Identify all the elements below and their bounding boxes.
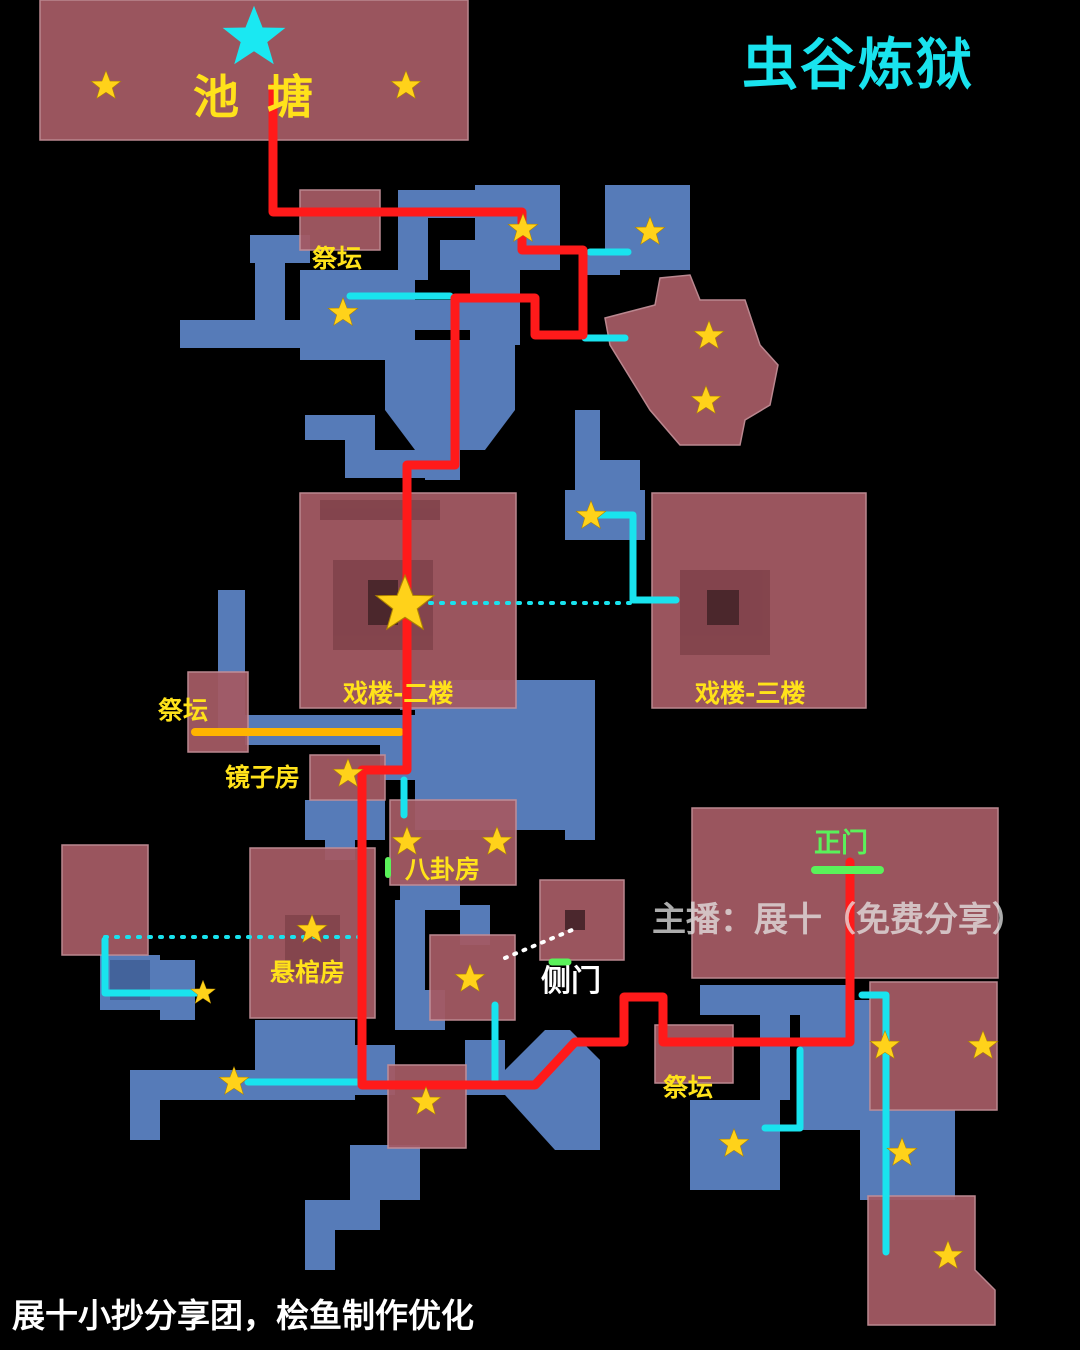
- room-label-stage-2f: 戏楼-二楼: [343, 679, 454, 708]
- room-label-altar-left: 祭坛: [158, 696, 209, 725]
- dotted-link: [503, 928, 574, 960]
- sub-route: [591, 511, 680, 604]
- room-label-altar-top: 祭坛: [312, 244, 363, 273]
- map-title: 虫谷炼狱: [742, 33, 974, 98]
- sub-route: [101, 936, 204, 997]
- room-label-main-gate: 正门: [814, 828, 868, 859]
- streamer-watermark: 主播：展十（免费分享）: [652, 900, 1026, 940]
- credit-text: 展十小抄分享团，桧鱼制作优化: [12, 1296, 474, 1335]
- gates: [385, 857, 884, 966]
- room-label-mirror-room: 镜子房: [225, 763, 301, 792]
- room-label-altar-bottom: 祭坛: [663, 1073, 714, 1102]
- sub-route: [761, 1046, 804, 1132]
- sub-route: [858, 991, 890, 1256]
- room-label-coffin-room: 悬棺房: [270, 958, 346, 987]
- room-label-side-gate: 侧门: [541, 964, 601, 999]
- room-label-stage-3f: 戏楼-三楼: [695, 679, 806, 708]
- room-label-pond: 池 塘: [193, 70, 320, 124]
- room-details: [110, 500, 770, 1000]
- room-label-bagua-room: 八卦房: [405, 855, 481, 884]
